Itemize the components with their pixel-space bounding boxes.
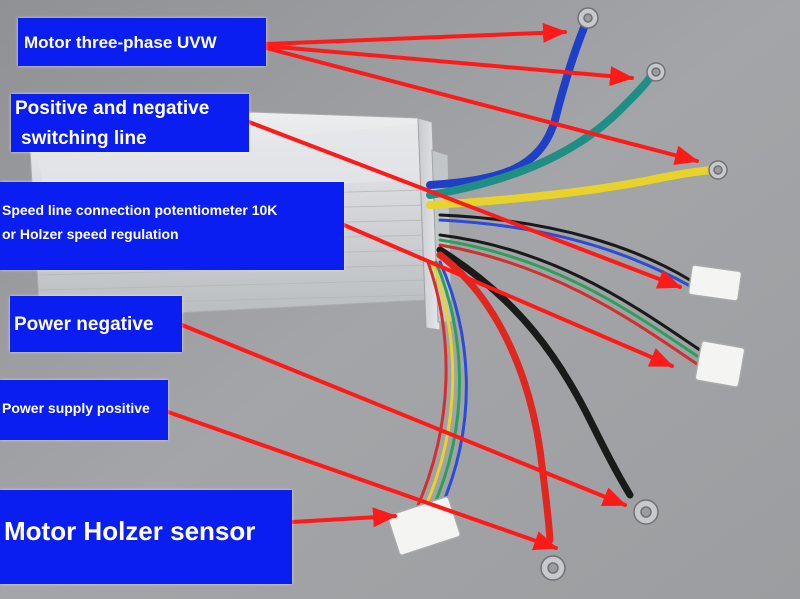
hall-wire-blue — [438, 260, 468, 512]
hall-wire-red — [414, 260, 448, 512]
speed-wire-2 — [438, 238, 702, 360]
switching-line-text-1: Positive and negative — [15, 98, 210, 119]
hall-sensor-text: Motor Holzer sensor — [4, 516, 256, 546]
green-phase-wire — [426, 71, 656, 199]
power-negative-label: Power negative — [10, 296, 182, 352]
blue-phase-wire — [426, 21, 589, 189]
annotation-arrows — [166, 22, 699, 551]
switching-line-label: Positive and negative switching line — [11, 94, 249, 152]
speed-line-label: Speed line connection potentiometer 10K … — [0, 182, 344, 270]
yellow-phase-wire — [426, 166, 716, 209]
switch-wire-black — [438, 213, 692, 282]
power-negative-text: Power negative — [14, 314, 154, 335]
power-supply-positive-label: Power supply positive — [0, 380, 168, 440]
speed-wire-1 — [438, 233, 702, 352]
switching-line-text-2: switching line — [21, 128, 147, 149]
hall-wire-yellow — [422, 260, 455, 512]
hall-wire-green — [430, 260, 461, 512]
speed-line-text-2: or Holzer speed regulation — [2, 226, 179, 242]
motor-three-phase-text: Motor three-phase UVW — [24, 33, 217, 52]
plug-connectors — [387, 264, 746, 556]
motor-three-phase-label: Motor three-phase UVW — [18, 18, 266, 66]
power-supply-positive-text: Power supply positive — [2, 400, 150, 416]
speed-wire-3 — [438, 243, 702, 368]
ring-terminals — [540, 7, 728, 581]
speed-line-text-1: Speed line connection potentiometer 10K — [2, 202, 278, 218]
power-positive-wire — [436, 251, 554, 544]
hall-sensor-label: Motor Holzer sensor — [0, 490, 292, 584]
